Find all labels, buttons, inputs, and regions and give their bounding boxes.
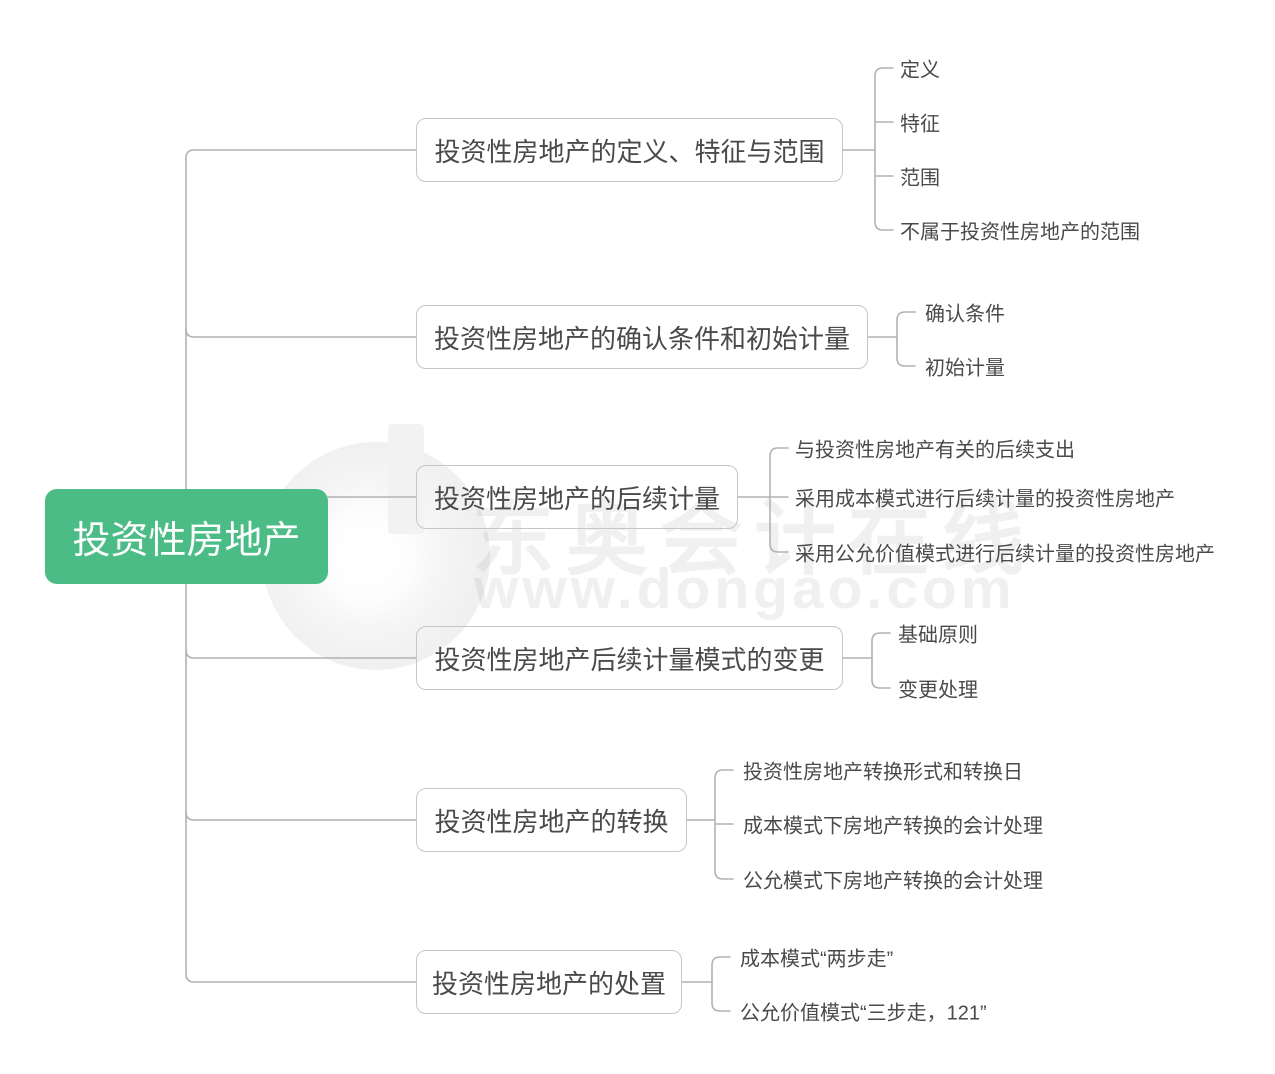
- leaf-node[interactable]: 成本模式“两步走”: [740, 948, 894, 971]
- leaf-node[interactable]: 与投资性房地产有关的后续支出: [795, 439, 1075, 462]
- root-node[interactable]: 投资性房地产: [45, 489, 328, 584]
- branch-node-measurement-model-change[interactable]: 投资性房地产后续计量模式的变更: [416, 626, 843, 690]
- leaf-node[interactable]: 基础原则: [898, 624, 978, 647]
- leaf-node[interactable]: 定义: [900, 59, 940, 82]
- leaf-node[interactable]: 特征: [900, 113, 940, 136]
- leaf-node[interactable]: 采用成本模式进行后续计量的投资性房地产: [795, 488, 1175, 511]
- branch-node-recognition-initial-measurement[interactable]: 投资性房地产的确认条件和初始计量: [416, 305, 868, 369]
- branch-node-definition-scope[interactable]: 投资性房地产的定义、特征与范围: [416, 118, 843, 182]
- leaf-node[interactable]: 不属于投资性房地产的范围: [900, 221, 1140, 244]
- leaf-node[interactable]: 投资性房地产转换形式和转换日: [743, 761, 1023, 784]
- leaf-node[interactable]: 公允价值模式“三步走，121”: [740, 1002, 987, 1025]
- branch-node-conversion[interactable]: 投资性房地产的转换: [416, 788, 687, 852]
- leaf-node[interactable]: 初始计量: [925, 357, 1005, 380]
- leaf-node[interactable]: 确认条件: [925, 303, 1005, 326]
- leaf-node[interactable]: 采用公允价值模式进行后续计量的投资性房地产: [795, 543, 1215, 566]
- leaf-node[interactable]: 范围: [900, 167, 940, 190]
- leaf-node[interactable]: 成本模式下房地产转换的会计处理: [743, 815, 1043, 838]
- leaf-node[interactable]: 变更处理: [898, 679, 978, 702]
- branch-node-disposal[interactable]: 投资性房地产的处置: [416, 950, 682, 1014]
- branch-node-subsequent-measurement[interactable]: 投资性房地产的后续计量: [416, 465, 738, 529]
- leaf-node[interactable]: 公允模式下房地产转换的会计处理: [743, 870, 1043, 893]
